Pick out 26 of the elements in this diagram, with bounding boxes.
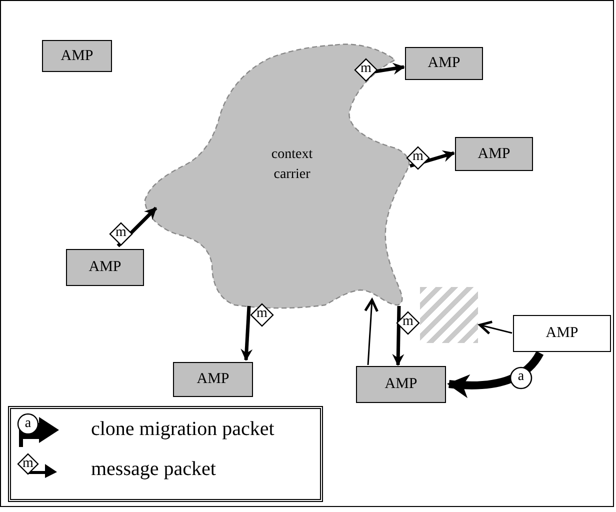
symbol-label: a (17, 413, 39, 435)
edge-label: a (509, 366, 533, 390)
edge-label: m (250, 303, 274, 327)
blob-label: context carrier (270, 146, 314, 184)
agent-box: AMP (173, 362, 253, 397)
arrow (392, 306, 404, 366)
agent-box: AMP (42, 40, 112, 72)
arrow (410, 150, 455, 168)
arrow (478, 320, 512, 335)
agent-box: AMP (455, 137, 533, 171)
edge-label: m (406, 146, 430, 170)
arrow (447, 350, 544, 398)
edge-label: m (354, 58, 378, 82)
edge-label: m (396, 311, 420, 335)
agent-box: AMP (66, 249, 144, 286)
agent-box: AMP (513, 315, 611, 352)
arrow (116, 206, 158, 248)
symbol-label: m (17, 453, 39, 475)
edge-label: m (109, 222, 133, 246)
agent-box: AMP (356, 366, 446, 403)
arrow (364, 298, 379, 366)
legend-text: clone migration packet (91, 417, 274, 442)
legend-text: message packet (91, 457, 216, 482)
agent-box: AMP (405, 47, 483, 80)
hatched-area (420, 287, 478, 343)
arrow (240, 306, 253, 361)
